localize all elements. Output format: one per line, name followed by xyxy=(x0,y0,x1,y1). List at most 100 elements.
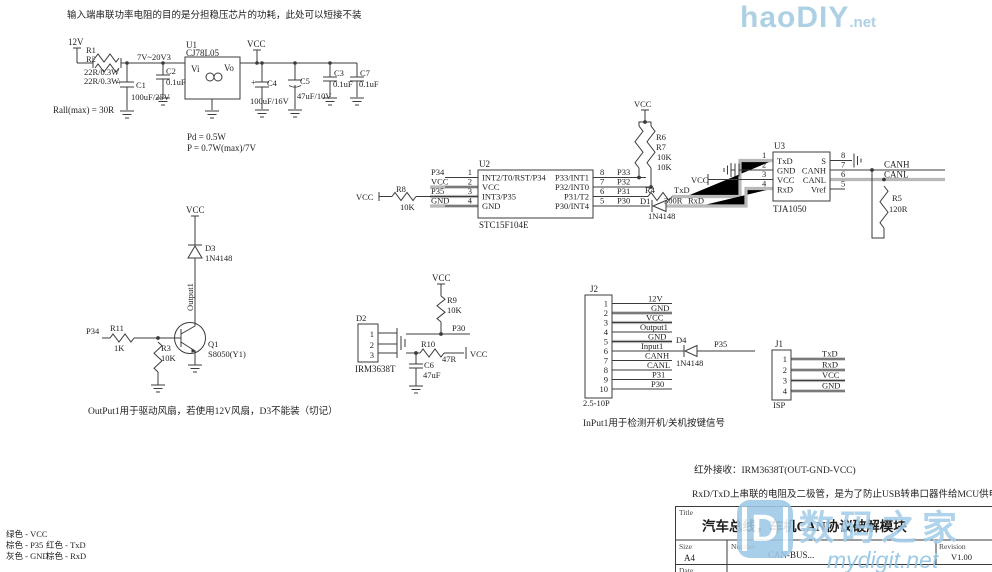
c6-value: 47uF xyxy=(423,370,441,380)
d2-pin3: 3 xyxy=(370,350,374,360)
net-vcc-r10: VCC xyxy=(470,349,488,359)
net-rxd: RxD xyxy=(688,196,704,206)
r4-value: 300R xyxy=(664,196,683,206)
u3-rnum-7: 7 xyxy=(841,160,845,170)
u2-ref: U2 xyxy=(479,159,490,169)
u3-pin3-name: VCC xyxy=(777,175,795,185)
u2-rnet-p33: P33 xyxy=(617,167,630,177)
c3-value: 0.1uF xyxy=(333,79,353,89)
c4-ref: C4 xyxy=(267,78,278,88)
r9-ref: R9 xyxy=(447,295,457,305)
u1-ref: U1 xyxy=(186,40,197,50)
net-vcc-u3: VCC xyxy=(691,175,709,185)
note-rall: Rall(max) = 30R xyxy=(53,105,114,115)
d4-ref: D4 xyxy=(676,335,687,345)
d3-ref: D3 xyxy=(205,243,215,253)
j2-net-p31: P31 xyxy=(652,370,665,380)
r1-ref: R1 xyxy=(86,45,96,55)
d1-ref: D1 xyxy=(640,196,650,206)
j2-net-gnd2: GND xyxy=(648,332,666,342)
mydigit-logo-icon: D xyxy=(737,500,793,558)
u2-lnet-p34: P34 xyxy=(431,167,445,177)
revision-value: V1.00 xyxy=(951,552,972,562)
d3-value: 1N4148 xyxy=(205,253,232,263)
r10-ref: R10 xyxy=(421,339,435,349)
net-output1: Output1 xyxy=(185,283,195,311)
u2-pin5-name: P30/INT4 xyxy=(555,201,590,211)
r7-ref: R7 xyxy=(656,142,666,152)
fan-section-labels: VCC D3 1N4148 Output1 P34 R11 1K R3 10K … xyxy=(86,205,246,363)
u3-pin7-name: CANH xyxy=(802,166,826,176)
u3-ref: U3 xyxy=(774,141,785,151)
q1-ref: Q1 xyxy=(208,339,218,349)
j2-pin-5: 5 xyxy=(604,337,608,347)
u3-part: TJA1050 xyxy=(773,204,807,214)
u3-pin8-name: S xyxy=(821,156,826,166)
u1-part: CJ78L05 xyxy=(186,48,220,58)
title-label: Title xyxy=(679,508,694,517)
r5-value: 120R xyxy=(889,204,908,214)
u2-lnet-vcc: VCC xyxy=(431,177,449,187)
c2-value: 0.1uF xyxy=(166,77,186,87)
number-value: CAN-BUS... xyxy=(768,550,814,560)
u2-lnum-4: 4 xyxy=(468,196,473,206)
r11-value: 1K xyxy=(114,343,125,353)
j2-section-labels: J2 1 2 3 4 5 6 7 8 9 10 12V GND VCC Outp… xyxy=(583,284,727,408)
c4-plus: + xyxy=(251,77,256,87)
j1-part: ISP xyxy=(773,400,786,410)
date-label: Date xyxy=(679,566,694,572)
u3-lnum-1: 1 xyxy=(762,150,766,160)
junction-dots xyxy=(125,61,886,355)
r5-ref: R5 xyxy=(892,193,902,203)
u2-pin2-name: VCC xyxy=(482,182,500,192)
j2-pin-4: 4 xyxy=(604,327,609,337)
u2-lnum-2: 2 xyxy=(468,177,472,187)
haodiy-logo-tld: .net xyxy=(849,14,877,31)
haodiy-watermark: haoDIY.net xyxy=(740,1,876,35)
j2-net-gnd1: GND xyxy=(651,303,669,313)
d1-value: 1N4148 xyxy=(648,211,675,221)
note-pd: Pd = 0.5W xyxy=(187,132,226,142)
r3-value: 10K xyxy=(161,353,177,363)
net-canh: CANH xyxy=(884,160,910,170)
j2-pin-6: 6 xyxy=(604,346,608,356)
power-section-labels: 12V R1 R2 22R/0.3W 22R/0.3W Rall(max) = … xyxy=(53,37,379,153)
u2-pin6-name: P31/T2 xyxy=(564,192,589,202)
note-input-resistor: 输入端串联功率电阻的目的是分担稳压芯片的功耗，此处可以短接不装 xyxy=(67,9,362,21)
net-p35-d4: P35 xyxy=(714,339,727,349)
j1-net-vcc: VCC xyxy=(822,370,840,380)
d2-ref: D2 xyxy=(356,313,366,323)
u3-rnum-6: 6 xyxy=(841,169,845,179)
note-ir: 红外接收：IRM3638T(OUT-GND-VCC) xyxy=(694,464,856,476)
j2-net-output1: Output1 xyxy=(640,322,668,332)
u3-lnum-2: 2 xyxy=(762,160,766,170)
u2-lnum-3: 3 xyxy=(468,186,472,196)
mydigit-site-text: mydigit.net xyxy=(827,547,939,572)
can-section-labels: U3 TxD GND VCC RxD S CANH CANL Vref TJA1… xyxy=(762,141,910,214)
net-vcc-pullups: VCC xyxy=(634,99,652,109)
j2-ref: J2 xyxy=(590,284,598,294)
c6-ref: C6 xyxy=(424,360,434,370)
r8-ref: R8 xyxy=(396,184,406,194)
j2-net-canh: CANH xyxy=(645,351,669,361)
d2-pin2: 2 xyxy=(370,340,374,350)
mcu-section-labels: VCC R8 10K P34 VCC P35 GND 1 2 3 4 U2 IN… xyxy=(356,99,709,230)
u2-rnum-5: 5 xyxy=(600,196,604,206)
u2-pin1-name: INT2/T0/RST/P34 xyxy=(482,173,547,183)
j1-net-rxd: RxD xyxy=(822,360,838,370)
j1-net-gnd: GND xyxy=(822,381,840,391)
u2-pin7-name: P32/INT0 xyxy=(555,182,589,192)
j2-pin-8: 8 xyxy=(604,365,608,375)
note-output1: OutPut1用于驱动风扇，若使用12V风扇，D3不能装（切记） xyxy=(88,405,338,417)
u1-vo-pin: Vo xyxy=(224,63,234,73)
note-pmax: P = 0.7W(max)/7V xyxy=(187,143,256,153)
u3-pin2-name: GND xyxy=(777,166,795,176)
net-txd: TxD xyxy=(674,185,690,195)
j2-pin-3: 3 xyxy=(604,318,608,328)
c1-plus: + xyxy=(117,77,122,87)
u2-rnum-6: 6 xyxy=(600,186,604,196)
u3-pin4-name: RxD xyxy=(777,185,793,195)
c5-ref: C5 xyxy=(300,76,310,86)
r11-ref: R11 xyxy=(110,323,124,333)
